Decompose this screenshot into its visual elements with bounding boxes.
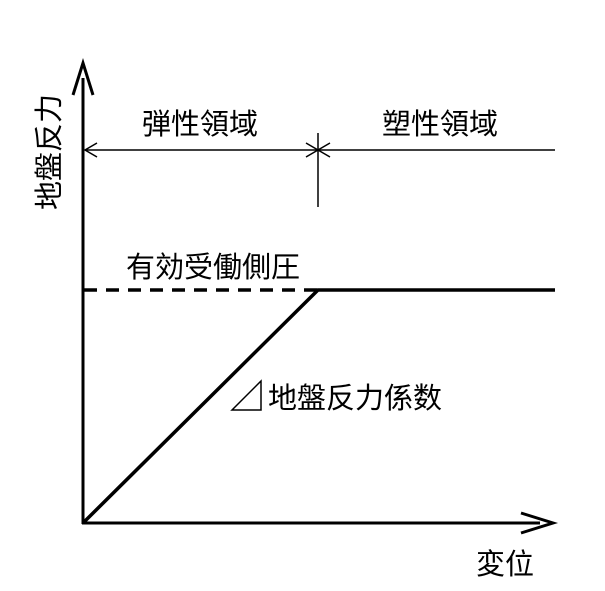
bilinear-response-curve: [81, 288, 555, 525]
subgrade-reaction-coefficient-label: 地盤反力係数: [268, 381, 442, 415]
x-axis-arrowhead: [520, 511, 559, 535]
effective-passive-pressure-label: 有効受働側圧: [126, 250, 300, 284]
elastic-region-left-arrow: [83, 142, 98, 158]
x-axis-label: 変位: [476, 547, 534, 581]
plastic-region-label: 塑性領域: [382, 107, 498, 141]
plastic-region-left-arrow: [316, 142, 331, 158]
slope-triangle-icon: [230, 379, 262, 411]
y-axis-arrowhead: [71, 57, 95, 96]
y-axis-label: 地盤反力: [32, 94, 66, 210]
elastic-region-label: 弾性領域: [142, 107, 258, 141]
